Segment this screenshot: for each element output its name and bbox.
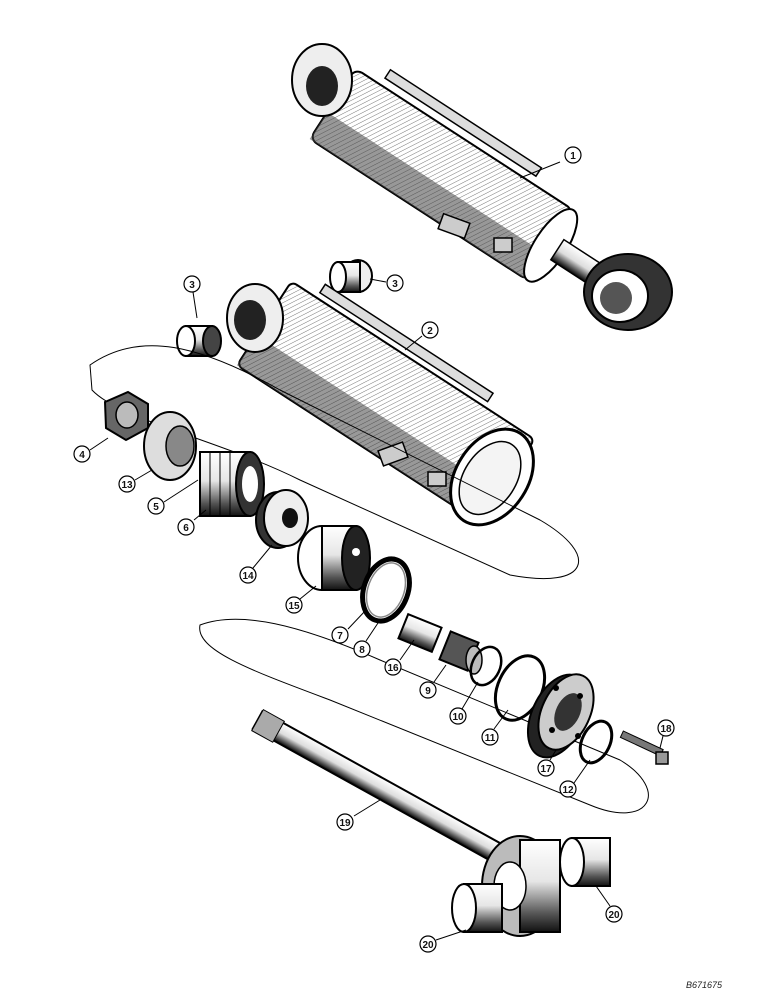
svg-text:3: 3 — [189, 280, 195, 291]
callout-18: 18 — [657, 719, 675, 737]
svg-text:15: 15 — [288, 601, 300, 612]
callout-20-right: 20 — [605, 905, 623, 923]
callout-4: 4 — [73, 445, 91, 463]
callout-5: 5 — [147, 497, 165, 515]
callout-6: 6 — [177, 518, 195, 536]
callout-13: 13 — [118, 475, 136, 493]
piston-head — [143, 411, 197, 481]
callout-3-upper: 3 — [386, 274, 404, 292]
svg-text:9: 9 — [425, 686, 431, 697]
svg-text:19: 19 — [339, 818, 351, 829]
svg-text:13: 13 — [121, 480, 133, 491]
rod-eye-bushing-right — [559, 837, 611, 887]
drawing-reference-code: B671675 — [685, 980, 722, 990]
callout-12: 12 — [559, 780, 577, 798]
capscrew — [619, 730, 669, 765]
svg-text:6: 6 — [183, 523, 189, 534]
callout-10: 10 — [449, 707, 467, 725]
nut — [103, 390, 149, 442]
cylinder-barrel — [226, 282, 535, 527]
piston-packing — [199, 451, 265, 517]
svg-text:1: 1 — [570, 151, 576, 162]
callout-11: 11 — [481, 728, 499, 746]
svg-text:2: 2 — [427, 326, 433, 337]
svg-text:11: 11 — [485, 733, 496, 744]
callout-16: 16 — [384, 658, 402, 676]
callout-3-lower: 3 — [183, 275, 201, 293]
svg-text:14: 14 — [242, 571, 254, 582]
callout-2: 2 — [421, 321, 439, 339]
svg-text:8: 8 — [359, 645, 365, 656]
svg-text:20: 20 — [422, 940, 434, 951]
piston — [297, 525, 371, 591]
washer — [255, 489, 309, 549]
snap-ring — [578, 719, 614, 765]
cylinder-gland — [526, 673, 595, 759]
callout-15: 15 — [285, 596, 303, 614]
grouping-outline-lower — [199, 618, 649, 814]
rod-wiper — [438, 630, 483, 675]
svg-text:17: 17 — [540, 764, 552, 775]
leader-lines — [89, 161, 664, 941]
o-ring-large — [360, 556, 412, 624]
bushing-upper — [329, 259, 373, 293]
spacer-tube — [397, 612, 443, 654]
assembled-cylinder — [291, 43, 673, 331]
bushing-lower — [176, 325, 222, 357]
svg-text:7: 7 — [337, 631, 343, 642]
svg-text:10: 10 — [452, 712, 464, 723]
callout-1: 1 — [564, 146, 582, 164]
callout-7: 7 — [331, 626, 349, 644]
o-ring-small — [469, 645, 503, 687]
svg-text:20: 20 — [608, 910, 620, 921]
piston-rod — [251, 708, 561, 937]
callout-17: 17 — [537, 759, 555, 777]
callout-9: 9 — [419, 681, 437, 699]
svg-text:5: 5 — [153, 502, 159, 513]
svg-text:16: 16 — [387, 663, 399, 674]
callout-8: 8 — [353, 640, 371, 658]
callout-14: 14 — [239, 566, 257, 584]
svg-text:4: 4 — [79, 450, 85, 461]
svg-text:3: 3 — [392, 279, 398, 290]
rod-eye-bushing-left — [451, 883, 503, 933]
callout-19: 19 — [336, 813, 354, 831]
callout-20-left: 20 — [419, 935, 437, 953]
svg-text:12: 12 — [562, 785, 574, 796]
svg-text:18: 18 — [660, 724, 672, 735]
